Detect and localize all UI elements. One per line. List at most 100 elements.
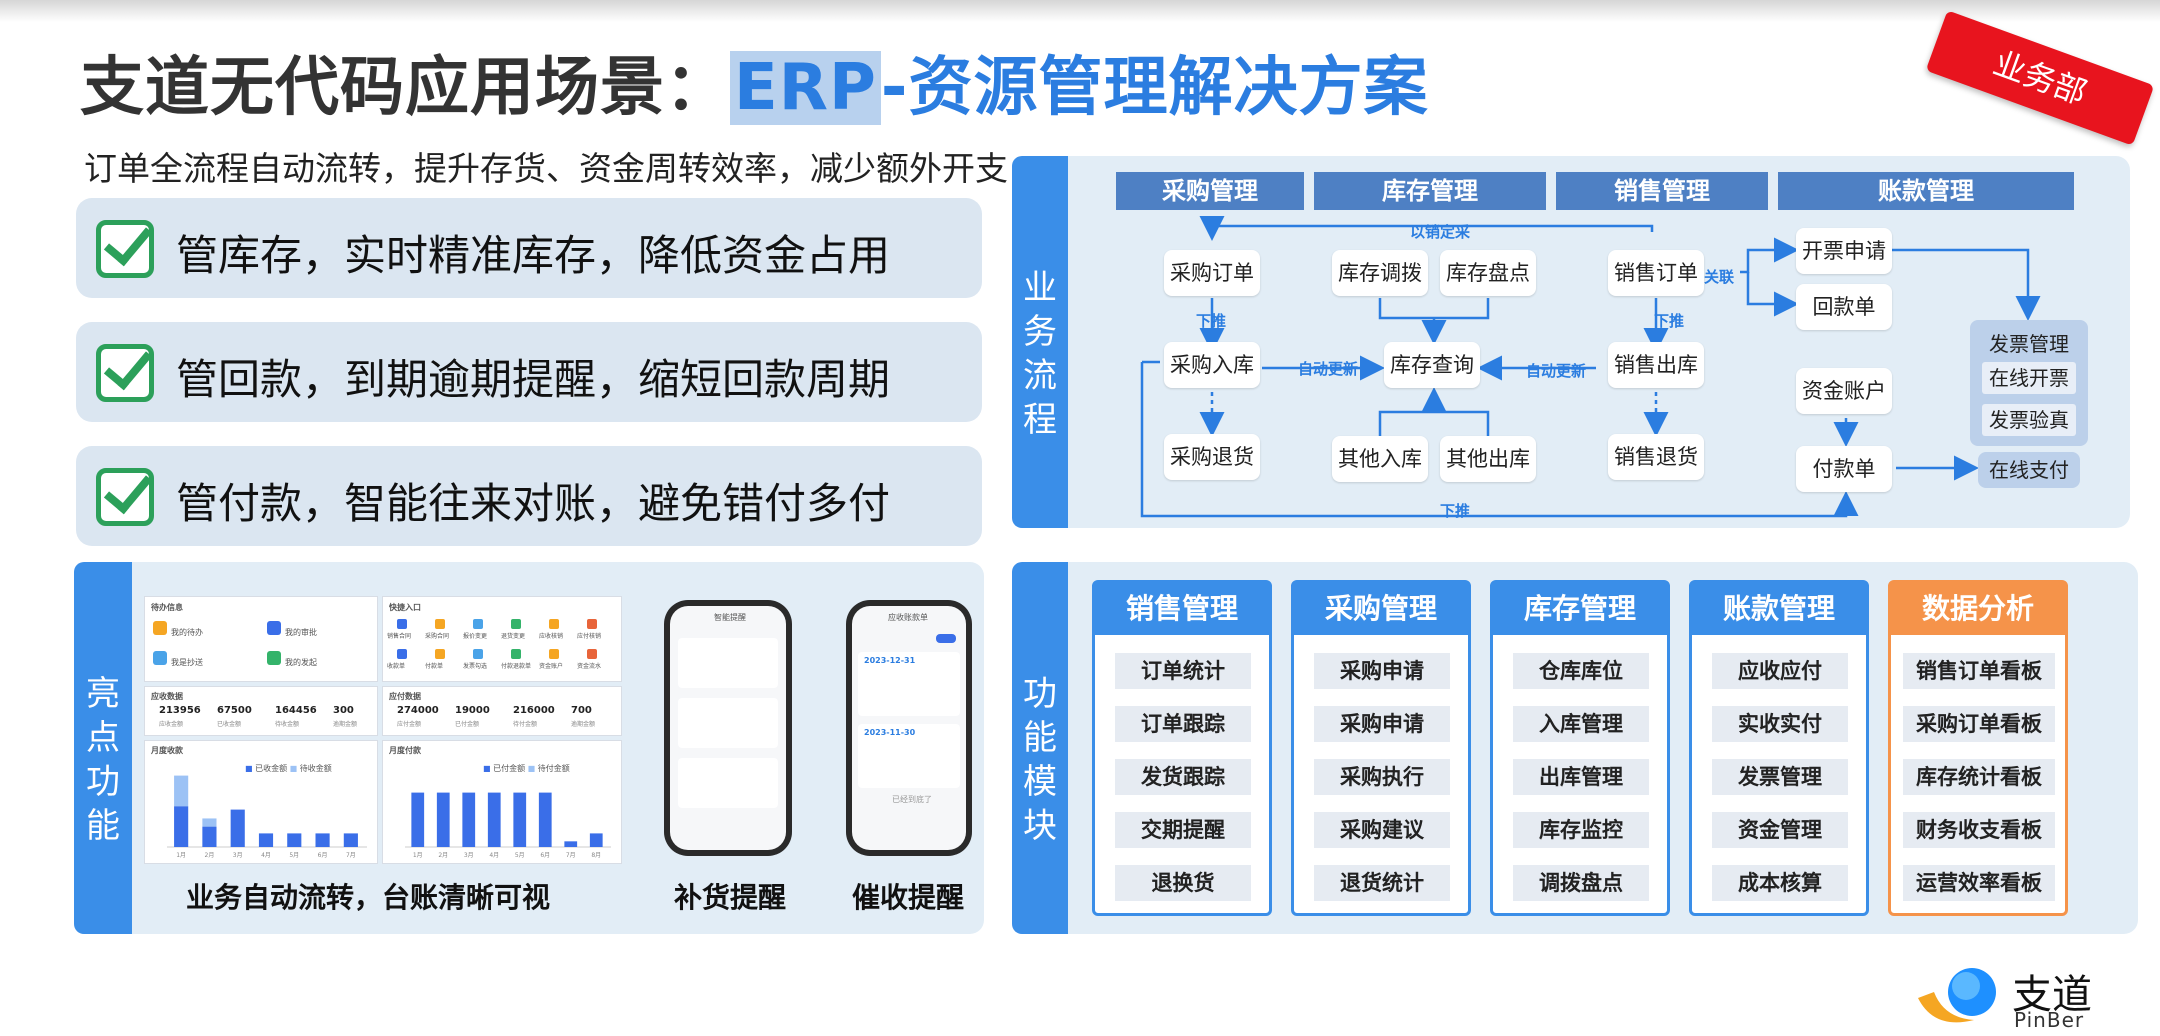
side-char: 模 <box>1023 762 1057 802</box>
todo-item: 我的发起 <box>285 658 317 667</box>
quick-entry-icon[interactable] <box>511 649 521 659</box>
x-tick-label: 5月 <box>289 852 299 859</box>
x-tick-label: 3月 <box>464 852 474 859</box>
quick-entry-icon[interactable] <box>435 619 445 629</box>
quick-entry-icon[interactable] <box>587 619 597 629</box>
bar-6月 <box>315 833 330 847</box>
quick-entry-label: 收款单 <box>387 663 406 670</box>
dashboard-todo-card: 待办信息 我的待办 我的审批 我是抄送 我的发起 <box>144 596 378 682</box>
side-char: 业 <box>1023 268 1057 308</box>
x-tick-label: 1月 <box>413 852 423 859</box>
flow-connectors <box>1140 216 2041 518</box>
filter-button[interactable] <box>936 634 956 643</box>
stat-label: 已付金额 <box>455 721 480 728</box>
quick-entry-icon[interactable] <box>587 649 597 659</box>
module-item: 采购申请 <box>1314 706 1450 742</box>
list-footer: 已经到底了 <box>892 795 932 804</box>
quick-entry-icon[interactable] <box>397 649 407 659</box>
module-title: 数据分析 <box>1891 583 2065 635</box>
module-item: 采购执行 <box>1314 759 1450 795</box>
side-char: 能 <box>1023 718 1057 758</box>
module-item: 实收实付 <box>1712 706 1848 742</box>
title-erp: ERP <box>730 51 881 125</box>
side-char: 程 <box>1023 400 1057 440</box>
legend-item: 已付金额 <box>493 764 526 773</box>
module-item: 退货统计 <box>1314 865 1450 901</box>
approval-icon <box>267 621 281 635</box>
cc-icon <box>153 651 167 665</box>
legend-item: 已收金额 <box>255 764 288 773</box>
quick-entry-icon[interactable] <box>397 619 407 629</box>
stat-label: 逾期金额 <box>333 721 358 728</box>
initiated-icon <box>267 651 281 665</box>
bar-1月 <box>174 775 189 807</box>
stat-value: 700 <box>571 705 592 716</box>
bar-2月 <box>202 826 217 847</box>
quick-entry-icon[interactable] <box>435 649 445 659</box>
top-fade <box>0 0 2160 22</box>
node-sales-out: 销售出库 <box>1608 342 1704 388</box>
quick-entry-label: 付款单 <box>425 663 444 670</box>
bar-3月 <box>230 809 245 847</box>
stat-label: 待收金额 <box>275 721 300 728</box>
receivable-date: 2023-12-31 <box>864 656 916 665</box>
phone-collection: 应收账款单 2023-12-31 2023-11-30 已经到底了 <box>846 600 972 856</box>
stat-label: 应收金额 <box>159 721 184 728</box>
quick-entry-label: 退货变更 <box>501 633 526 640</box>
legend-item: 待收金额 <box>299 764 332 773</box>
stat-value: 300 <box>333 705 354 716</box>
quick-entry-icon[interactable] <box>511 619 521 629</box>
stat-label: 应付金额 <box>397 721 422 728</box>
quick-title: 快捷入口 <box>389 603 421 612</box>
m-pay-title: 月度付款 <box>389 746 421 755</box>
bar-4月 <box>258 833 274 847</box>
label-auto-update: 自动更新 <box>1298 360 1359 378</box>
node-stock-count: 库存盘点 <box>1440 250 1536 296</box>
todo-title: 待办信息 <box>151 603 183 612</box>
x-tick-label: 4月 <box>489 852 499 859</box>
node-invoice-request: 开票申请 <box>1796 228 1892 274</box>
todo-icon <box>153 621 167 635</box>
quick-entry-icon[interactable] <box>473 649 483 659</box>
bar-5月 <box>287 833 302 847</box>
todo-item: 我的待办 <box>171 628 203 637</box>
bar-5月 <box>513 792 527 847</box>
recv-title: 应收数据 <box>151 692 183 701</box>
stat-value: 274000 <box>397 705 439 716</box>
module-item: 财务收支看板 <box>1903 812 2055 848</box>
check-icon <box>96 220 154 278</box>
module-item: 采购申请 <box>1314 653 1450 689</box>
side-char: 能 <box>86 806 120 846</box>
module-item: 退换货 <box>1115 865 1251 901</box>
node-purchase-in: 采购入库 <box>1164 342 1260 388</box>
module-item: 入库管理 <box>1513 706 1649 742</box>
stat-label: 已收金额 <box>217 721 242 728</box>
node-other-out: 其他出库 <box>1440 436 1536 482</box>
node-invoice-verify: 发票验真 <box>1982 404 2076 436</box>
receivable-card <box>858 724 960 788</box>
module-item: 运营效率看板 <box>1903 865 2055 901</box>
reminder-card <box>678 758 778 808</box>
bar-2月 <box>202 818 217 827</box>
phone-title: 应收账款单 <box>888 613 928 622</box>
quick-entry-icon[interactable] <box>473 619 483 629</box>
m-pay-legend: ■ 已付金额 ■ 待付金额 <box>483 764 570 773</box>
m-recv-legend: ■ 已收金额 ■ 待收金额 <box>245 764 332 773</box>
module-item: 资金管理 <box>1712 812 1848 848</box>
module-2: 采购管理采购申请采购申请采购执行采购建议退货统计 <box>1291 580 1471 916</box>
stat-value: 67500 <box>217 705 252 716</box>
department-ribbon: 业务部 <box>1925 10 2155 146</box>
node-stock-transfer: 库存调拨 <box>1332 250 1428 296</box>
quick-entry-icon[interactable] <box>549 649 559 659</box>
quick-entry-icon[interactable] <box>549 619 559 629</box>
feature-collection: 管回款，到期逾期提醒，缩短回款周期 <box>76 322 982 422</box>
pay-title: 应付数据 <box>389 692 421 701</box>
todo-item: 我的审批 <box>285 628 317 637</box>
side-char: 亮 <box>86 674 120 714</box>
bar-1月 <box>174 806 189 847</box>
label-by-sales: 以销定采 <box>1410 223 1471 241</box>
feature-text: 管回款，到期逾期提醒，缩短回款周期 <box>176 355 891 404</box>
module-4: 账款管理应收应付实收实付发票管理资金管理成本核算 <box>1689 580 1869 916</box>
